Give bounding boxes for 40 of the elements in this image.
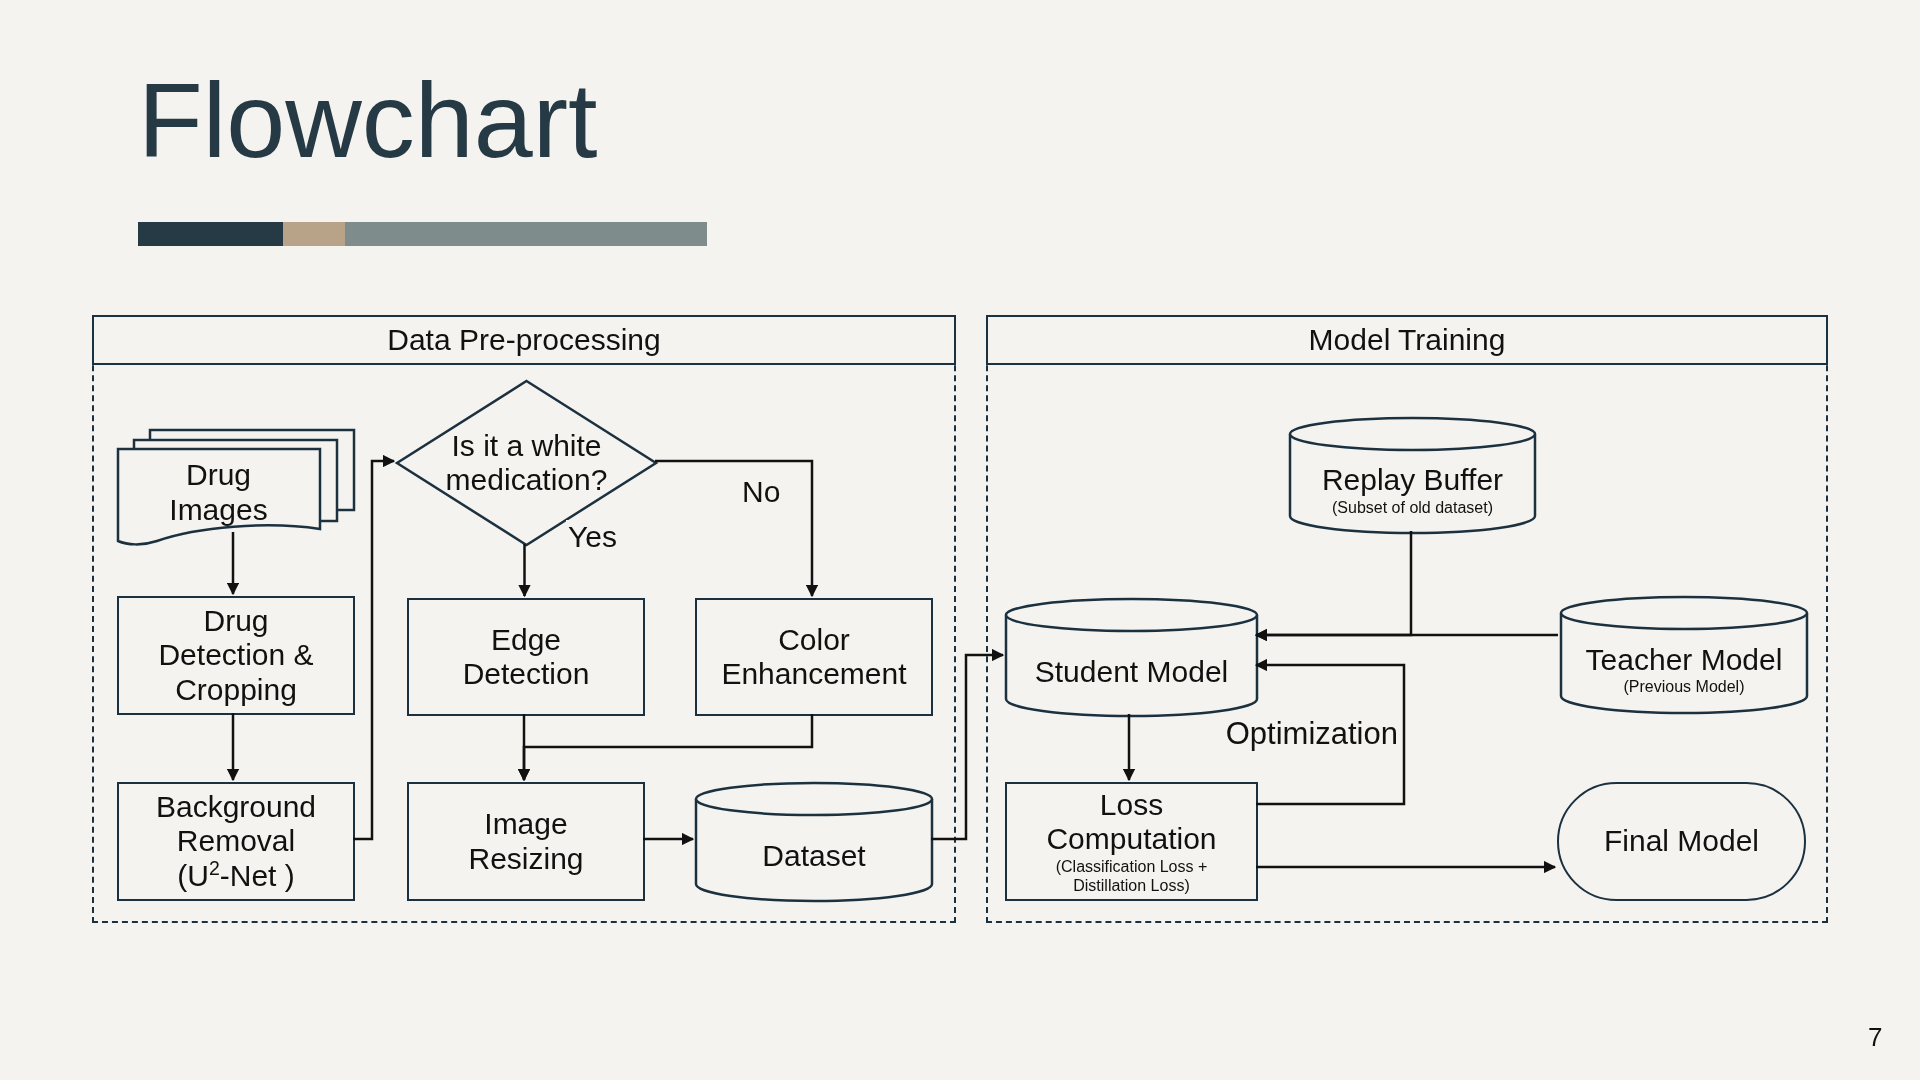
group-panel bbox=[92, 315, 956, 923]
node-label: Background Removal (U$^{2}$-Net ) bbox=[154, 789, 318, 894]
node-label: Image Resizing bbox=[467, 807, 585, 876]
process-box bbox=[407, 782, 645, 901]
arrow bbox=[1256, 860, 1557, 874]
arrow bbox=[1254, 628, 1558, 642]
group-header: Data Pre-processing bbox=[92, 315, 956, 365]
node-label: Dataset bbox=[762, 839, 866, 874]
arrow bbox=[643, 832, 695, 846]
node-label: Final Model bbox=[1603, 824, 1760, 859]
node-label: Drug Detection & Cropping bbox=[157, 603, 315, 708]
arrow bbox=[655, 459, 819, 598]
node-subtitle: (Subset of old dataset) bbox=[1331, 497, 1494, 517]
arrow bbox=[1254, 658, 1406, 806]
node-label: Replay Buffer bbox=[1321, 463, 1504, 498]
process-box bbox=[1005, 782, 1258, 901]
arrow bbox=[226, 532, 240, 596]
node-subtitle: (Classification Loss + Distillation Loss) bbox=[1054, 856, 1209, 896]
arrow bbox=[517, 714, 814, 782]
arrow bbox=[1122, 714, 1136, 782]
process-box bbox=[407, 598, 645, 716]
node-label: Color Enhancement bbox=[720, 622, 908, 692]
node-label: Edge Detection bbox=[461, 622, 591, 692]
node-subtitle: (Previous Model) bbox=[1622, 677, 1746, 697]
group-panel bbox=[986, 315, 1828, 923]
process-box bbox=[117, 596, 355, 715]
arrow bbox=[518, 544, 531, 598]
node-label: Is it a white medication? bbox=[444, 428, 609, 498]
node-label: Teacher Model bbox=[1585, 642, 1783, 678]
process-box bbox=[695, 598, 933, 716]
arrow bbox=[353, 454, 396, 841]
process-box bbox=[117, 782, 355, 901]
node-label: Student Model bbox=[1034, 654, 1229, 690]
node-label: Drug Images bbox=[168, 458, 269, 527]
arrow bbox=[226, 713, 240, 782]
terminal-shape bbox=[1557, 782, 1806, 901]
node-label: Loss Computation bbox=[1045, 787, 1218, 857]
page-number: 7 bbox=[1868, 1022, 1883, 1053]
group-header: Model Training bbox=[986, 315, 1828, 365]
arrow bbox=[931, 648, 1005, 841]
